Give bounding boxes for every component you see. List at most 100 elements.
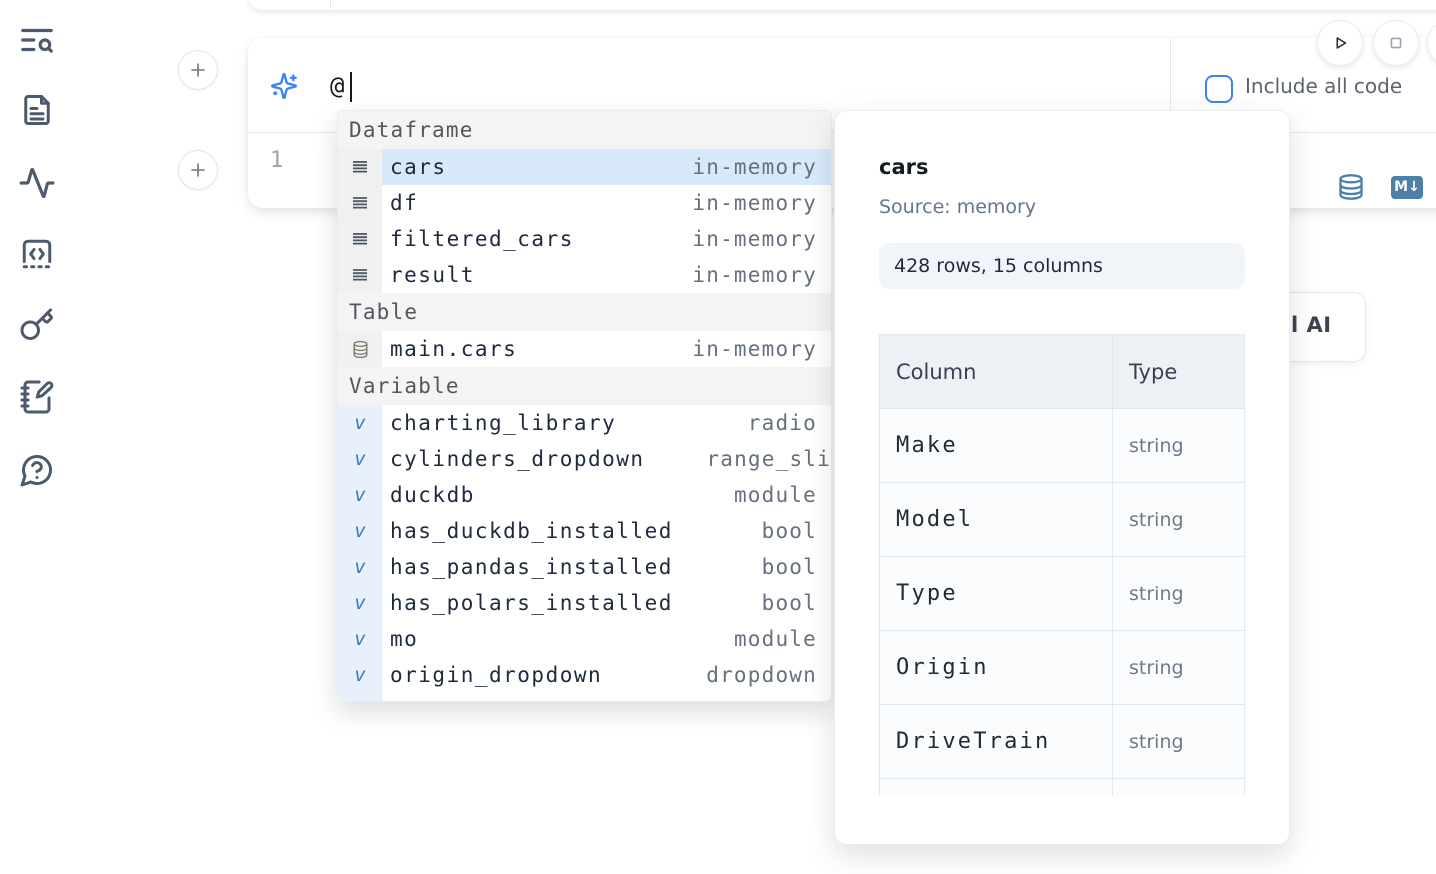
autocomplete-section-header: Variable: [338, 367, 831, 405]
text-cursor: [350, 72, 352, 102]
schema-header-type: Type: [1112, 334, 1245, 409]
column-name: DriveTrain: [879, 704, 1113, 779]
item-name: cars: [390, 155, 447, 179]
autocomplete-item-pd[interactable]: v pd module: [338, 693, 831, 701]
autocomplete-item-has-polars-installed[interactable]: v has_polars_installed bool: [338, 585, 831, 621]
add-cell-button-bottom[interactable]: [179, 151, 217, 189]
markdown-icon[interactable]: M↓: [1391, 176, 1423, 199]
prompt-divider: [1170, 38, 1171, 133]
ai-button-clipped-text: l: [1291, 313, 1299, 337]
item-name: result: [390, 263, 475, 287]
line-number: 1: [270, 148, 284, 173]
item-type: in-memory: [692, 227, 817, 251]
stop-cell-button[interactable]: [1374, 21, 1418, 65]
item-type: bool: [761, 591, 817, 615]
key-icon[interactable]: [17, 305, 57, 345]
rows-icon: [338, 149, 382, 185]
item-name: has_pandas_installed: [390, 555, 673, 579]
preview-shape-badge: 428 rows, 15 columns: [879, 243, 1245, 289]
file-text-icon[interactable]: [17, 90, 57, 130]
include-all-code-label: Include all code: [1245, 74, 1403, 98]
variable-icon: v: [338, 585, 382, 621]
item-name: origin_dropdown: [390, 663, 603, 687]
rows-icon: [338, 185, 382, 221]
more-actions-button[interactable]: [1428, 21, 1436, 65]
activity-icon[interactable]: [17, 163, 57, 203]
column-name: Make: [879, 408, 1113, 483]
column-name: Origin: [879, 630, 1113, 705]
item-type: module: [734, 699, 817, 701]
text-search-icon[interactable]: [17, 20, 57, 60]
autocomplete-item-origin-dropdown[interactable]: v origin_dropdown dropdown: [338, 657, 831, 693]
column-type: string: [1112, 408, 1245, 483]
item-name: charting_library: [390, 411, 617, 435]
add-cell-button-top[interactable]: [179, 51, 217, 89]
column-type: string: [1112, 556, 1245, 631]
item-type: in-memory: [692, 337, 817, 361]
item-name: main.cars: [390, 337, 518, 361]
item-name: cylinders_dropdown: [390, 447, 645, 471]
item-name: has_duckdb_installed: [390, 519, 673, 543]
code-editor-row[interactable]: 1 M↓: [248, 133, 1436, 208]
item-type: in-memory: [692, 191, 817, 215]
item-type: bool: [761, 519, 817, 543]
run-cell-button[interactable]: [1318, 21, 1362, 65]
item-type: bool: [761, 555, 817, 579]
item-type: radio: [747, 411, 817, 435]
item-name: pd: [390, 699, 418, 701]
dataframe-preview-panel: cars Source: memory 428 rows, 15 columns…: [834, 110, 1290, 845]
autocomplete-section-header: Dataframe: [338, 111, 831, 149]
item-type: module: [733, 627, 817, 651]
help-chat-icon[interactable]: [17, 450, 57, 490]
variable-icon: v: [338, 405, 382, 441]
notebook-pen-icon[interactable]: [17, 377, 57, 417]
autocomplete-section-header: Table: [338, 293, 831, 331]
autocomplete-item-cars[interactable]: cars in-memory: [338, 149, 831, 185]
left-sidebar: [0, 0, 72, 874]
item-name: mo: [390, 627, 419, 651]
column-name: Model: [879, 482, 1113, 557]
previous-cell-edge: [248, 0, 1436, 10]
include-all-code-checkbox[interactable]: [1205, 75, 1233, 103]
ai-prompt-input[interactable]: @: [330, 72, 345, 100]
rows-icon: [338, 257, 382, 293]
variable-icon: v: [338, 693, 382, 701]
variable-icon: v: [338, 657, 382, 693]
item-type: range_sli: [706, 447, 831, 471]
ai-button-label: AI: [1306, 313, 1332, 337]
database-icon: [338, 331, 382, 367]
cell-divider: [330, 0, 331, 10]
column-type: string: [1112, 630, 1245, 705]
item-type: module: [733, 483, 817, 507]
autocomplete-item-main-cars[interactable]: main.cars in-memory: [338, 331, 831, 367]
item-name: has_polars_installed: [390, 591, 673, 615]
database-icon[interactable]: [1337, 173, 1365, 201]
autocomplete-item-charting-library[interactable]: v charting_library radio: [338, 405, 831, 441]
preview-title: cars: [879, 155, 929, 179]
sparkles-icon: [270, 72, 298, 100]
item-type: dropdown: [706, 663, 817, 687]
item-name: filtered_cars: [390, 227, 574, 251]
item-type: in-memory: [692, 155, 817, 179]
schema-header-column: Column: [879, 334, 1113, 409]
autocomplete-item-filtered-cars[interactable]: filtered_cars in-memory: [338, 221, 831, 257]
preview-source-label: Source: memory: [879, 196, 1037, 218]
variable-icon: v: [338, 621, 382, 657]
rows-icon: [338, 221, 382, 257]
variable-icon: v: [338, 477, 382, 513]
code-snippet-icon[interactable]: [17, 234, 57, 274]
